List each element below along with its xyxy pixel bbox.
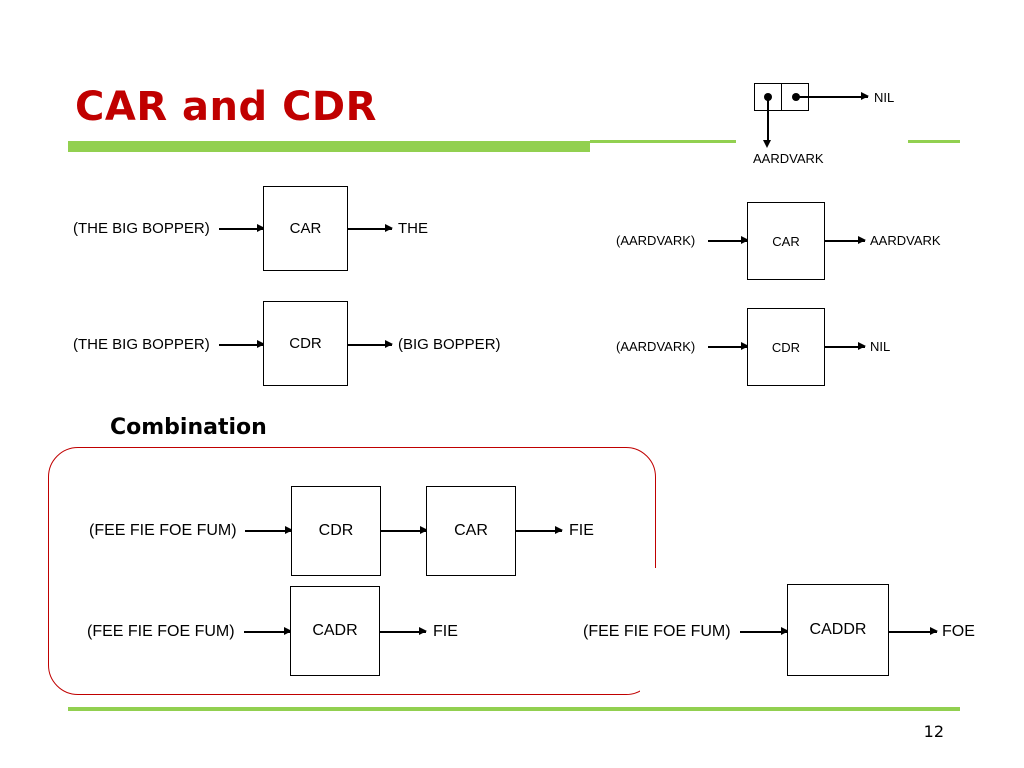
op-label: CDR (318, 522, 354, 539)
page-number: 12 (923, 722, 944, 741)
combination-frame-gap (640, 568, 670, 698)
input-label: (AARDVARK) (616, 339, 696, 354)
cdr-box: CDR (263, 301, 348, 386)
car-pointer-arrowhead (763, 140, 771, 148)
car-box: CAR (263, 186, 348, 271)
slide-title: CAR and CDR (75, 84, 377, 130)
input-label: (FEE FIE FOE FUM) (87, 623, 235, 640)
input-label: (FEE FIE FOE FUM) (89, 522, 237, 539)
cdr-pointer-arrow (796, 92, 869, 100)
output-label: AARDVARK (870, 233, 941, 248)
input-arrow (740, 627, 789, 635)
input-label: (FEE FIE FOE FUM) (583, 623, 731, 640)
output-arrow (825, 342, 866, 350)
title-underline-thin-bar (590, 140, 736, 143)
output-label: NIL (870, 339, 891, 354)
op-label: CAR (772, 233, 800, 249)
op-label: CAR (289, 220, 322, 237)
input-label: (AARDVARK) (616, 233, 696, 248)
output-arrow (380, 627, 427, 635)
caddr-box: CADDR (787, 584, 889, 676)
output-arrow (348, 340, 393, 348)
output-label: FIE (433, 623, 458, 640)
op-label: CDR (289, 335, 322, 352)
footer-bar (68, 707, 960, 711)
title-underline-bar (68, 141, 590, 152)
cadr-box: CADR (290, 586, 380, 676)
cdr-box: CDR (747, 308, 825, 386)
op-label: CADR (312, 622, 358, 639)
op-label: CAR (454, 522, 488, 539)
car-box: CAR (747, 202, 825, 280)
cdr-target-label: NIL (874, 90, 895, 105)
output-arrow (516, 526, 563, 534)
input-label: (THE BIG BOPPER) (73, 220, 210, 237)
output-arrow (889, 627, 938, 635)
chain-arrow (381, 526, 428, 534)
cdr-box: CDR (291, 486, 381, 576)
input-arrow (244, 627, 292, 635)
car-pointer-line (767, 97, 769, 141)
op-label: CADDR (809, 621, 867, 638)
output-arrow (825, 236, 866, 244)
op-label: CDR (771, 339, 801, 355)
output-label: (BIG BOPPER) (398, 336, 501, 353)
input-arrow (219, 224, 265, 232)
combination-heading: Combination (110, 415, 267, 440)
input-arrow (708, 342, 749, 350)
output-arrow (348, 224, 393, 232)
input-label: (THE BIG BOPPER) (73, 336, 210, 353)
output-label: FOE (942, 623, 975, 640)
input-arrow (219, 340, 265, 348)
title-underline-thin-bar-right (908, 140, 960, 143)
car-box: CAR (426, 486, 516, 576)
input-arrow (245, 526, 293, 534)
output-label: THE (398, 220, 428, 237)
output-label: FIE (569, 522, 594, 539)
input-arrow (708, 236, 749, 244)
car-target-label: AARDVARK (753, 151, 824, 166)
